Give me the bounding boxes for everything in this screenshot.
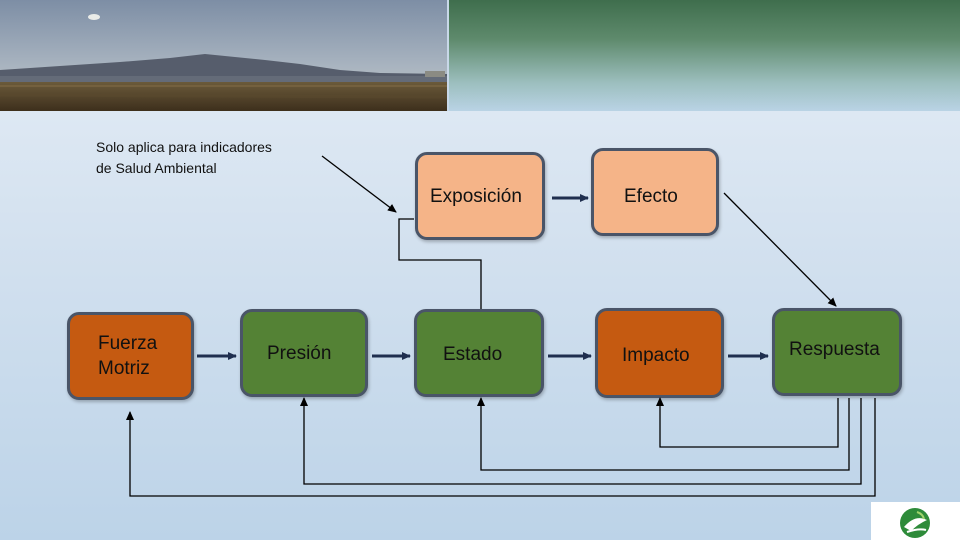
health-note: Solo aplica para indicadores de Salud Am… — [96, 139, 272, 176]
feedback-to-impacto — [656, 397, 839, 448]
box-estado: Estado — [414, 309, 544, 397]
box-respuesta: Respuesta — [772, 308, 902, 396]
box-efecto: Efecto — [591, 148, 719, 236]
box-impacto: Impacto — [595, 308, 724, 398]
landscape-photo — [0, 0, 447, 111]
feedback-to-fuerza — [126, 398, 876, 497]
leaf-hands-logo-icon — [900, 508, 930, 538]
feedback-to-presion — [300, 397, 862, 485]
box-fuerza-motriz-label: Fuerza Motriz — [98, 333, 158, 379]
feedback-to-estado — [477, 397, 850, 471]
arrow-efecto-to-respuesta — [723, 192, 837, 307]
box-respuesta-label: Respuesta — [789, 339, 880, 360]
arrow-note-to-exposicion — [321, 155, 397, 213]
title-banner — [447, 0, 960, 111]
landscape-illustration — [0, 0, 447, 111]
box-estado-label: Estado — [443, 343, 503, 365]
box-presion-label: Presión — [267, 342, 332, 364]
box-exposicion-label: Exposición — [430, 185, 522, 207]
logo — [871, 502, 960, 540]
box-fuerza-motriz: Fuerza Motriz — [67, 312, 194, 400]
box-exposicion: Exposición — [415, 152, 545, 240]
box-presion: Presión — [240, 309, 368, 397]
box-efecto-label: Efecto — [624, 186, 678, 207]
box-impacto-label: Impacto — [622, 344, 690, 366]
